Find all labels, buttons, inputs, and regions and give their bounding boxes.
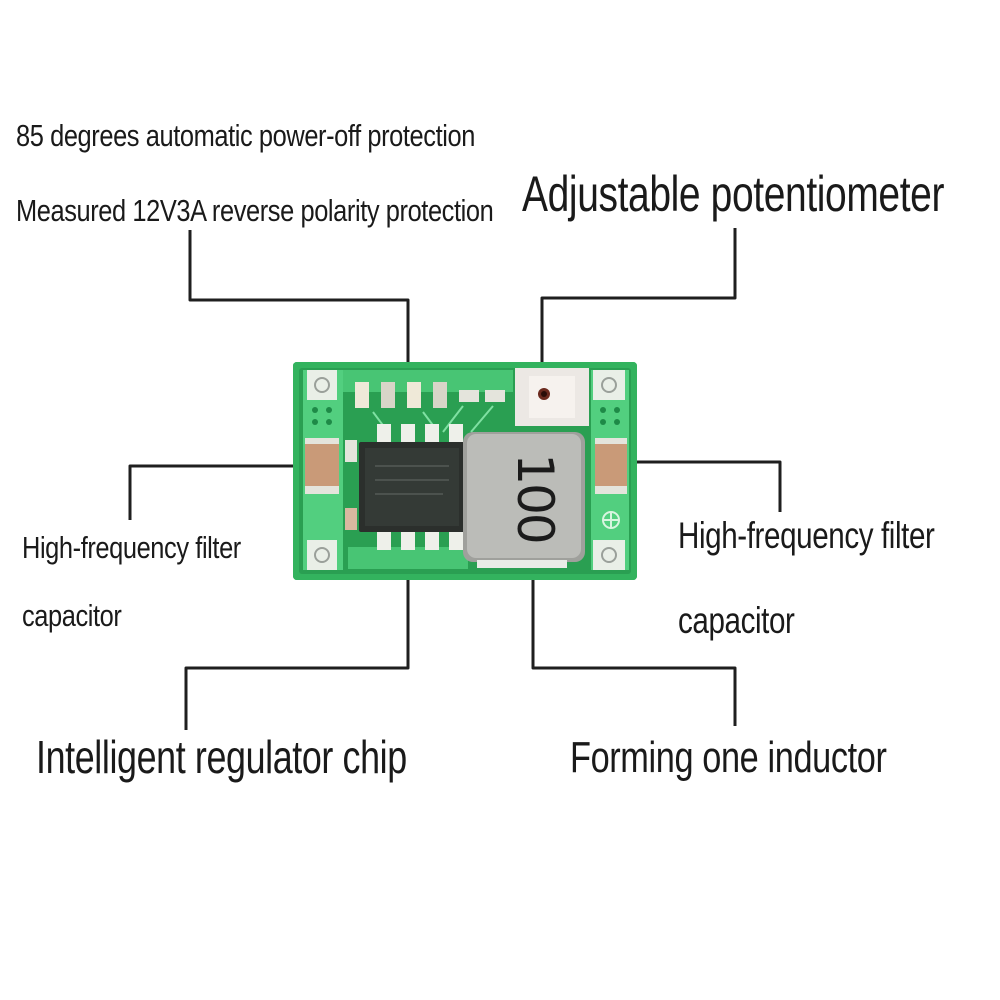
right-capacitor-label-line2: capacitor [678,600,795,641]
mounting-pads [307,370,625,570]
potentiometer-connector [540,228,737,395]
potentiometer [515,368,589,426]
regulator-chip-label: Intelligent regulator chip [36,731,407,783]
left-capacitor-label-line2: capacitor [22,598,122,633]
inductor-connector [531,508,737,726]
left-capacitor [305,438,339,494]
regulator-chip [359,442,465,532]
smd-resistors [345,382,505,530]
right-capacitor [595,438,627,494]
right-capacitor-label-line1: High-frequency filter [678,515,935,556]
inductor [463,432,585,568]
right-capacitor-connector [628,460,782,512]
left-capacitor-label-line1: High-frequency filter [22,530,241,565]
inductor-marking: 100 [506,453,564,543]
pcb-artwork [293,362,637,580]
inductor-label: Forming one inductor [570,733,887,782]
protection-label-line2: Measured 12V3A reverse polarity protecti… [16,193,494,228]
chip-connector [184,498,410,730]
potentiometer-label: Adjustable potentiometer [522,166,945,222]
left-capacitor-connector [128,464,310,520]
buck-converter-board: 100 [293,362,637,580]
protection-label-line1: 85 degrees automatic power-off protectio… [16,118,475,153]
